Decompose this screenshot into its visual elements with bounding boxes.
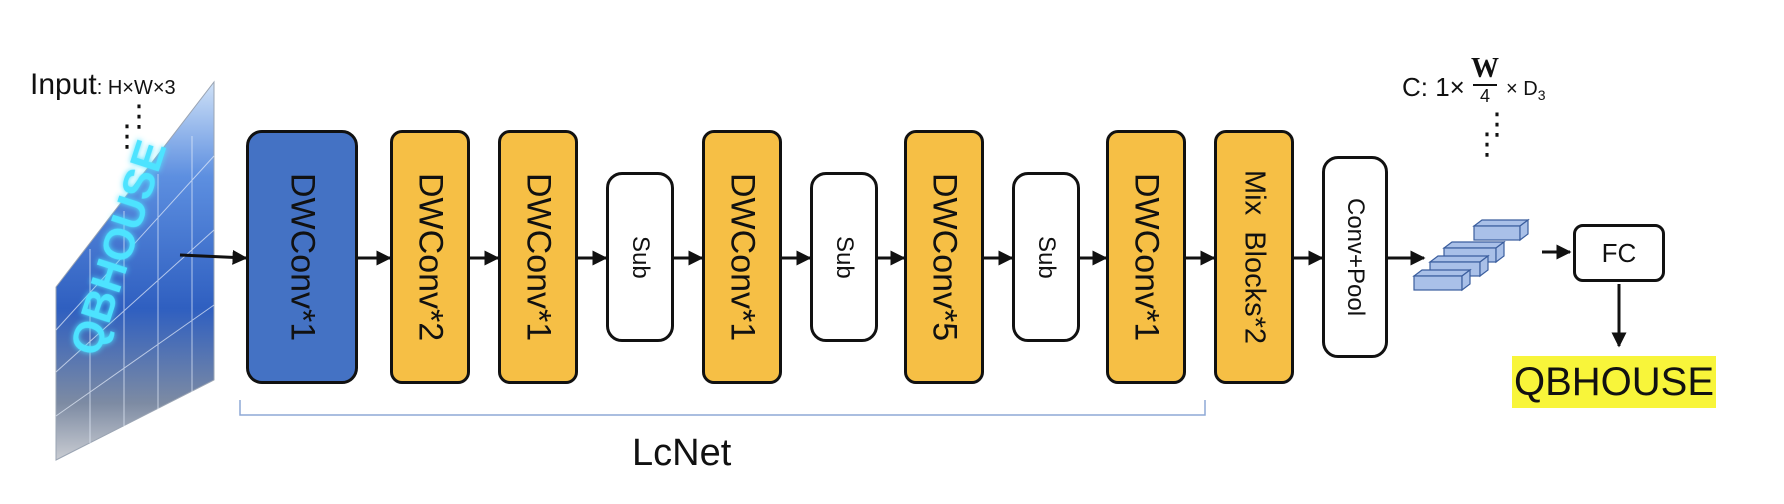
output-text: QBHOUSE bbox=[1512, 356, 1717, 408]
input-label: Input: H×W×3 bbox=[30, 68, 176, 102]
dwconv-block-4-label: DWConv*1 bbox=[723, 172, 762, 342]
feature-suffix: × D3 bbox=[1506, 78, 1545, 103]
feature-dots-2: ⋮ bbox=[1472, 128, 1502, 161]
input-label-text: Input bbox=[30, 68, 97, 101]
dwconv-block-6-label: DWConv*1 bbox=[1127, 172, 1166, 342]
input-image-text: QBHOUSE bbox=[61, 134, 176, 361]
dwconv-block-6: DWConv*1 bbox=[1106, 130, 1186, 384]
dwconv-block-5: DWConv*5 bbox=[904, 130, 984, 384]
dwconv-block-3: DWConv*1 bbox=[498, 130, 578, 384]
dwconv-block-1-label: DWConv*1 bbox=[283, 172, 322, 342]
lcnet-bracket bbox=[239, 400, 1206, 416]
feature-fraction: W 4 bbox=[1470, 53, 1500, 107]
sub-block-2: Sub bbox=[810, 172, 878, 342]
fc-label: FC bbox=[1601, 237, 1637, 268]
sub-block-3-label: Sub bbox=[1033, 235, 1060, 279]
feature-denominator: 4 bbox=[1479, 86, 1490, 106]
dwconv-block-5-label: DWConv*5 bbox=[925, 172, 964, 342]
lcnet-label: LcNet bbox=[632, 432, 732, 474]
dwconv-block-1: DWConv*1 bbox=[246, 130, 358, 384]
arrow-input bbox=[179, 249, 248, 265]
dwconv-block-4: DWConv*1 bbox=[702, 130, 782, 384]
feature-dots: ⋮ bbox=[1482, 108, 1512, 141]
feature-cubes bbox=[1412, 218, 1530, 292]
conv-pool-block: Conv+Pool bbox=[1322, 156, 1388, 358]
input-dots-2: ⋮ bbox=[112, 120, 142, 153]
feature-prefix: C: 1× bbox=[1402, 72, 1465, 102]
input-dims: : H×W×3 bbox=[96, 77, 176, 99]
dwconv-block-2: DWConv*2 bbox=[390, 130, 470, 384]
conv-pool-label: Conv+Pool bbox=[1342, 197, 1369, 317]
dwconv-block-2-label: DWConv*2 bbox=[411, 172, 450, 342]
sub-block-2-label: Sub bbox=[831, 235, 858, 279]
sub-block-3: Sub bbox=[1012, 172, 1080, 342]
mix-blocks-block: Mix Blocks*2 bbox=[1214, 130, 1294, 384]
fraction-bar bbox=[1473, 84, 1497, 86]
input-dots: ⋮ bbox=[124, 100, 154, 133]
feature-suffix-text: × D bbox=[1506, 78, 1538, 100]
mix-blocks-label: Mix Blocks*2 bbox=[1238, 169, 1271, 345]
dwconv-block-3-label: DWConv*1 bbox=[519, 172, 558, 342]
sub-block-1-label: Sub bbox=[627, 235, 654, 279]
fc-block: FC bbox=[1573, 224, 1665, 282]
feature-numerator: W bbox=[1471, 53, 1499, 84]
sub-block-1: Sub bbox=[606, 172, 674, 342]
feature-subscript: 3 bbox=[1537, 87, 1546, 103]
